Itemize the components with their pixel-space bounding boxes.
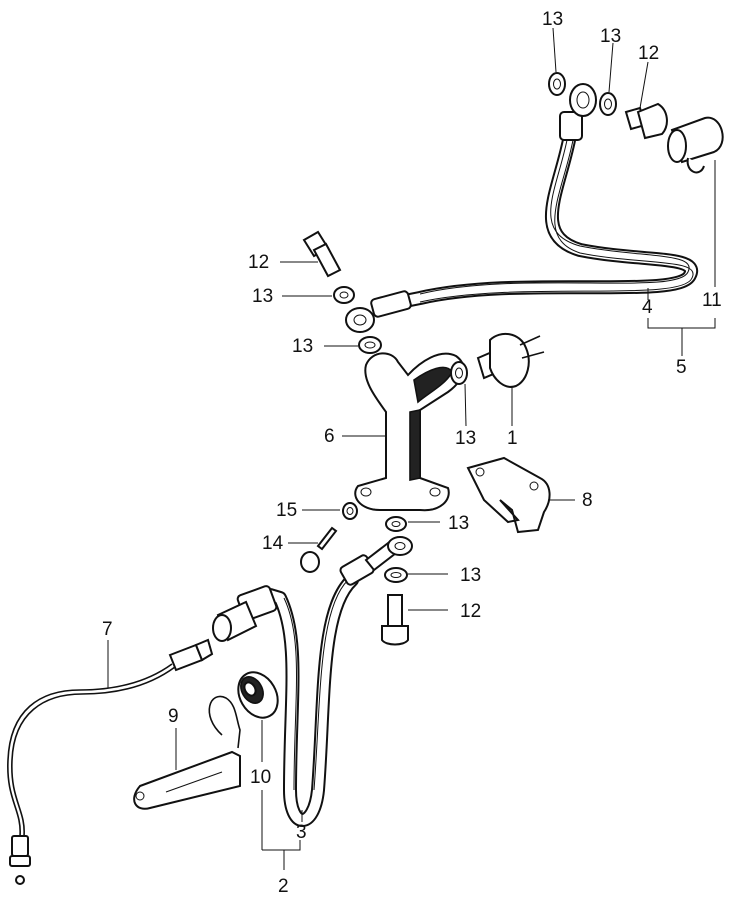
- hose-clamp: [133, 695, 241, 810]
- lower-banjo-bolt: [381, 594, 409, 646]
- brake-cable: [7, 638, 214, 885]
- cable-end-fitting: [11, 835, 29, 857]
- three-way-joint: [354, 352, 465, 512]
- callout-8: 8: [582, 490, 593, 511]
- washer-joint-bottom: [385, 516, 407, 532]
- callout-5: 5: [676, 357, 687, 378]
- upper-banjo-bolt: [624, 102, 668, 140]
- callout-12-top: 12: [638, 43, 659, 64]
- callout-6: 6: [324, 426, 335, 447]
- mounting-bracket: [466, 456, 551, 534]
- lower-brake-hose: [212, 536, 413, 827]
- callout-13-switch: 13: [455, 428, 476, 449]
- upper-banjo-eye: [569, 83, 597, 117]
- callout-1: 1: [507, 428, 518, 449]
- washer-switch: [450, 361, 468, 385]
- leader-lines: [107, 27, 716, 870]
- grommet: [237, 671, 279, 719]
- brake-light-switch: [476, 332, 545, 388]
- callout-3: 3: [296, 822, 307, 843]
- callout-13-joint: 13: [448, 513, 469, 534]
- callout-4: 4: [642, 297, 653, 318]
- mid-hose-fitting: [370, 290, 412, 318]
- mid-banjo-bolt: [302, 230, 342, 278]
- callout-13-mid-lower: 13: [292, 336, 313, 357]
- callout-11: 11: [702, 290, 722, 311]
- washer-top-right: [599, 92, 617, 116]
- washer-mid-upper: [333, 286, 355, 304]
- washer-top-left: [548, 72, 566, 96]
- callout-13-top-left: 13: [542, 9, 563, 30]
- callout-2: 2: [278, 876, 289, 897]
- callout-labels: 13 13 12 12 13 4 11 13 5 6 13 1 8 15 13 …: [102, 9, 722, 897]
- upper-hose-fitting: [559, 111, 583, 141]
- lower-banjo-eye: [387, 536, 413, 556]
- mid-banjo-eye: [345, 307, 375, 333]
- callout-13-mid-upper: 13: [252, 286, 273, 307]
- upper-brake-hose: [345, 83, 699, 333]
- callout-13-lower: 13: [460, 565, 481, 586]
- callout-15: 15: [276, 500, 297, 521]
- callout-9: 9: [168, 706, 179, 727]
- small-washer: [342, 502, 358, 520]
- mounting-bolt: [300, 526, 338, 573]
- callout-10: 10: [250, 767, 271, 788]
- callout-12-lower: 12: [460, 601, 481, 622]
- callout-14: 14: [262, 533, 284, 554]
- washer-lower: [384, 567, 408, 583]
- callout-7: 7: [102, 619, 113, 640]
- callout-13-top-right: 13: [600, 26, 621, 47]
- caliper-cap: [667, 116, 724, 174]
- washer-mid-lower: [358, 336, 382, 354]
- callout-12-mid: 12: [248, 252, 269, 273]
